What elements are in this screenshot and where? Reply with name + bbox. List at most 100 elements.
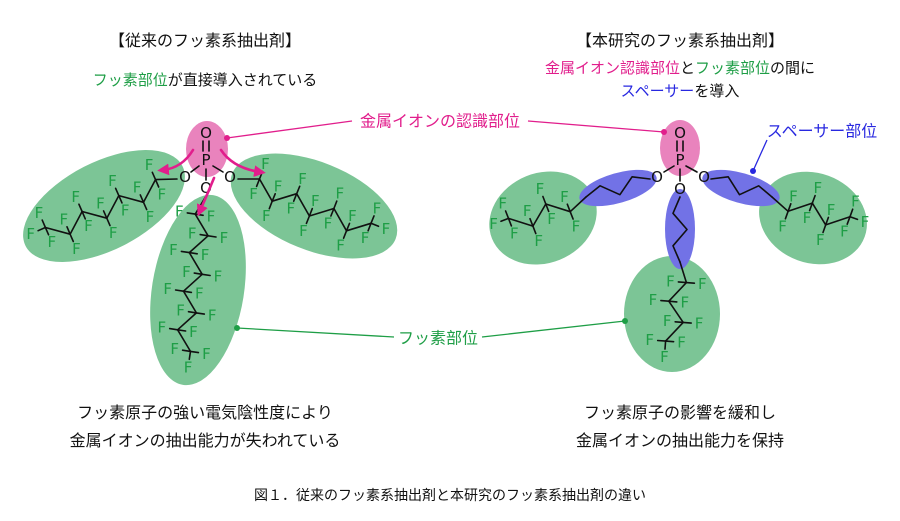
c-f-bond — [367, 222, 372, 232]
recognition-leader-right-dot — [661, 129, 667, 135]
c-f-bond — [674, 320, 685, 324]
fluorine-atom-label: F — [26, 225, 35, 243]
left-subtitle-rest: が直接導入されている — [168, 71, 318, 89]
fluorine-atom-label: F — [163, 280, 172, 298]
right-oxygen-left: O — [651, 168, 663, 186]
c-f-bond — [532, 225, 537, 235]
arrow-to-right-chain — [219, 148, 266, 177]
right-panel-subtitle-line2: スペーサーを導入 — [621, 82, 740, 100]
fluorine-atom-label: F — [348, 207, 357, 225]
c-f-bond — [808, 202, 814, 212]
c-f-bond — [822, 224, 827, 234]
c-f-bond — [507, 217, 513, 227]
c-f-bond — [677, 281, 688, 284]
right-molecule-fluorous-zone-left — [489, 171, 597, 265]
spacer-site-label: スペーサー部位 — [767, 122, 878, 141]
fluorine-atom-label: F — [663, 312, 672, 330]
right-subtitle-fluorous-term: フッ素部位 — [695, 59, 770, 77]
left-panel-title: 【従来のフッ素系抽出剤】 — [109, 31, 301, 50]
fluorine-atom-label: F — [299, 222, 308, 240]
c-f-bond — [78, 203, 83, 213]
fluorine-atom-label: F — [133, 179, 142, 197]
fluorous-site-label: フッ素部位 — [398, 329, 478, 348]
recognition-leader-right — [527, 120, 665, 133]
c-f-bond — [500, 217, 510, 223]
c-f-bond — [81, 210, 87, 220]
fluorine-atom-label: F — [72, 240, 81, 258]
c-f-bond — [342, 230, 348, 239]
c-f-bond — [295, 185, 301, 195]
fluorine-atom-label: F — [645, 331, 654, 349]
left-conclusion-line2: 金属イオンの抽出能力が失われている — [70, 431, 341, 450]
fluorine-atom-label: F — [510, 224, 519, 242]
right-molecule-spacer-left — [585, 176, 651, 198]
fluorine-atom-label: F — [157, 185, 166, 203]
fluorine-atom-label: F — [170, 340, 179, 358]
c-f-bond — [168, 327, 179, 331]
c-f-bond — [370, 215, 375, 225]
fluorine-atom-label: F — [816, 231, 825, 249]
fluorine-atom-label: F — [35, 204, 44, 222]
c-f-bond — [664, 340, 667, 350]
fluorine-atom-label: F — [121, 201, 130, 219]
fluorine-atom-label: F — [182, 263, 191, 281]
c-f-bond — [566, 203, 572, 213]
bond-layer — [37, 140, 859, 361]
c-f-bond — [118, 194, 123, 204]
fluorine-atom-label: F — [208, 306, 217, 324]
right-conclusion-line2: 金属イオンの抽出能力を保持 — [576, 431, 784, 450]
right-panel-title: 【本研究のフッ素系抽出剤】 — [576, 31, 784, 50]
c-f-bond — [811, 194, 816, 204]
spacer-leader — [752, 139, 768, 172]
fluorine-atom-label: F — [560, 188, 569, 206]
fluorine-atom-label: F — [373, 200, 382, 218]
fluorine-atom-label: F — [176, 302, 185, 320]
c-f-bond — [305, 215, 311, 225]
fluorine-atom-label: F — [274, 177, 283, 195]
arrow-to-left-chain — [157, 148, 195, 176]
c-f-bond — [66, 226, 71, 235]
fluorine-atom-label: F — [109, 224, 118, 242]
right-subtitle-recognition-term: 金属イオン認識部位 — [545, 59, 680, 77]
c-f-bond — [664, 340, 675, 343]
fluorous-leader-left — [236, 327, 395, 338]
right-subtitle-introduce: を導入 — [694, 82, 739, 100]
c-f-bond — [255, 178, 261, 188]
fluorine-atom-label: F — [195, 285, 204, 303]
fluorine-atom-label: F — [382, 220, 391, 238]
fluorine-atom-label: F — [207, 208, 216, 226]
c-f-bond — [784, 210, 789, 220]
fluorine-atom-label: F — [311, 192, 320, 210]
left-p-o-bond-right — [212, 165, 224, 173]
c-f-bond — [504, 210, 510, 220]
fluorine-atom-label: F — [202, 345, 211, 363]
c-f-bond — [102, 210, 108, 219]
c-f-bond — [370, 222, 380, 228]
left-molecule-fluorous-zone-bottom — [150, 194, 246, 386]
c-f-bond — [544, 203, 550, 213]
right-p-o-bond-left — [663, 165, 675, 173]
fluorine-atom-label: F — [680, 294, 689, 312]
c-f-bond — [330, 207, 335, 217]
fluorine-atom-label: F — [286, 200, 295, 218]
fluorine-atom-label: F — [84, 217, 93, 235]
right-molecule-spacer-zone-right — [702, 169, 780, 207]
fluorine-atom-label: F — [361, 229, 370, 247]
fluorine-atom-label: F — [146, 208, 155, 226]
right-p-o-bond-right — [685, 165, 698, 173]
right-subtitle-conjunction: と — [680, 59, 695, 77]
fluorine-atom-label: F — [59, 211, 68, 229]
c-f-bond — [154, 178, 160, 188]
left-phosphorus: P — [201, 151, 210, 169]
right-molecule-recognition-zone — [660, 120, 700, 176]
fluorine-atom-label: F — [201, 246, 210, 264]
right-molecule-fluorous-zone-bottom — [624, 256, 720, 372]
left-oxygen-bottom: O — [200, 179, 212, 197]
right-subtitle-between: の間に — [770, 59, 815, 77]
c-f-bond — [542, 195, 547, 205]
c-f-bond — [193, 272, 203, 276]
fluorine-atom-label: F — [214, 268, 223, 286]
c-f-bond — [682, 321, 693, 324]
right-molecule-fluorous-zone-right — [759, 171, 867, 265]
